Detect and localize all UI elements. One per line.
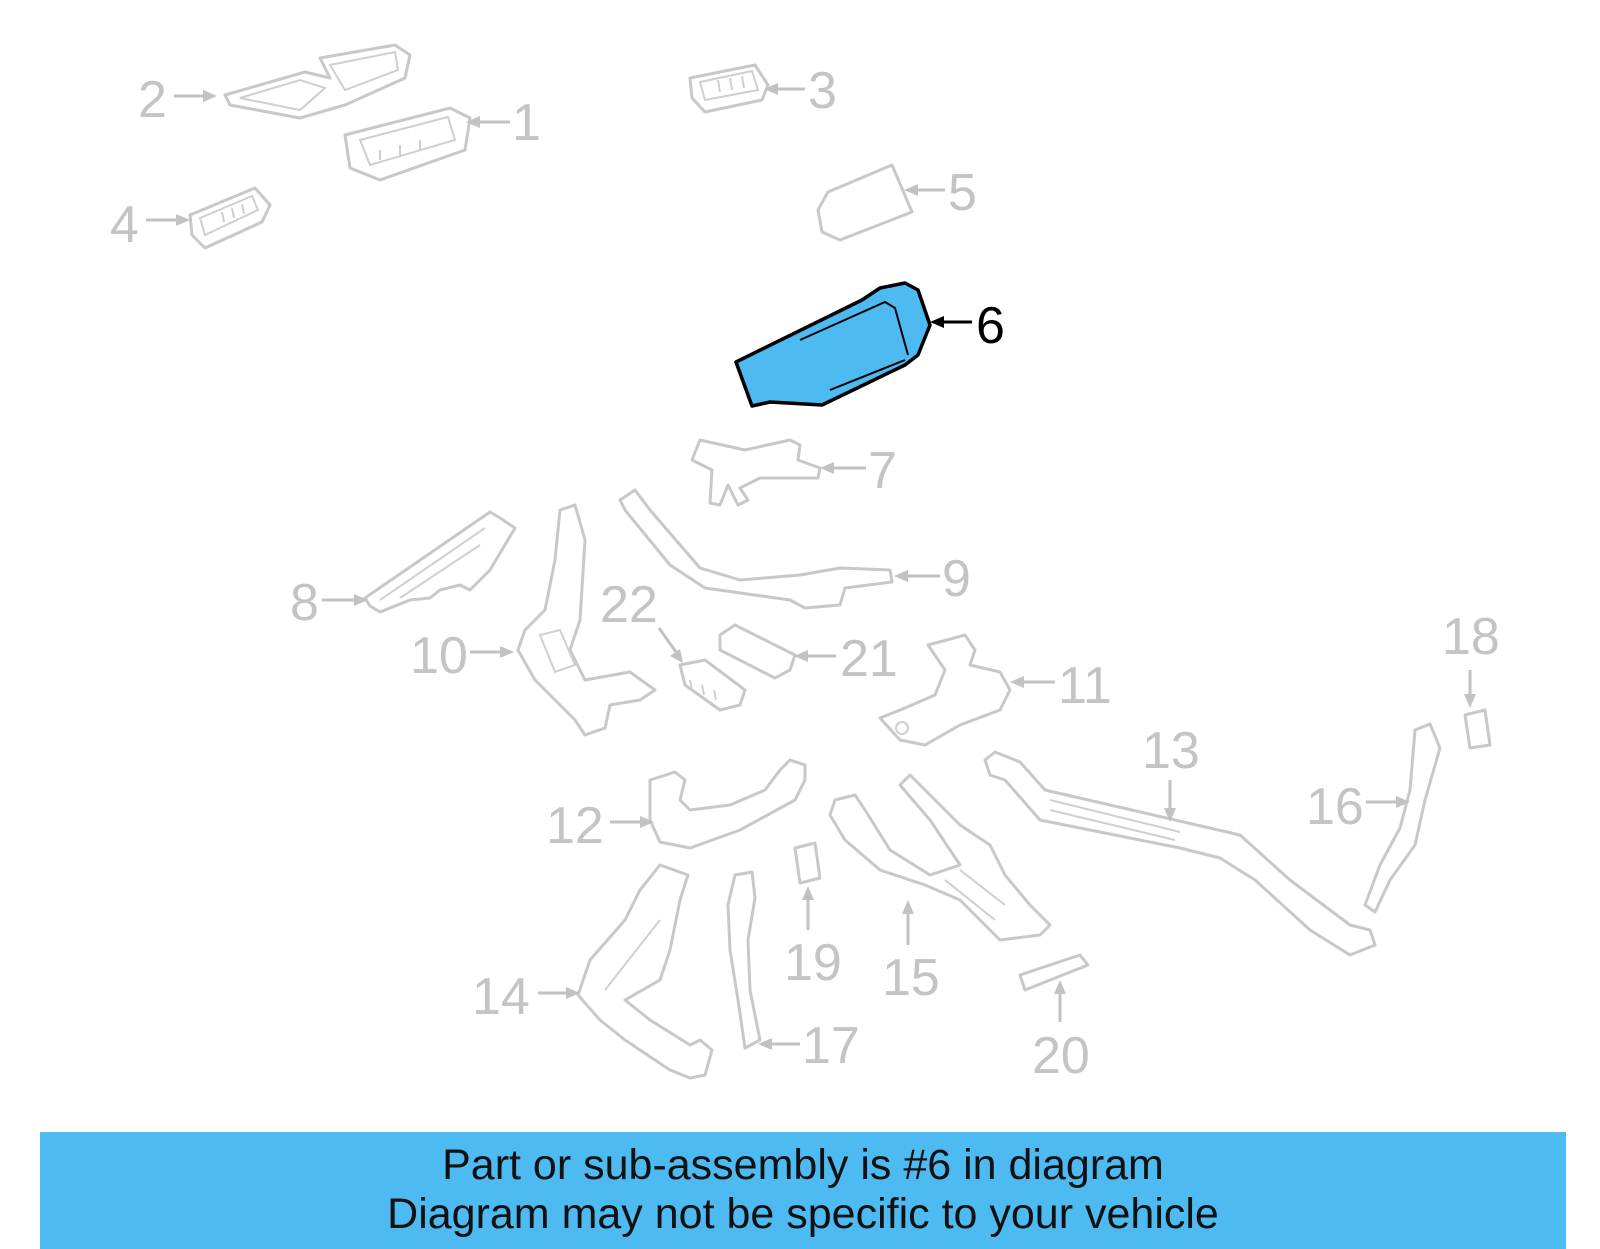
- callout-11[interactable]: 11: [1058, 657, 1112, 715]
- callout-labels: 2 1 3 4 5 6 7 8 9 10 22 21 11 18 13 16 1…: [110, 62, 1500, 1085]
- part-1-vent: [343, 106, 472, 182]
- callout-1[interactable]: 1: [512, 94, 541, 152]
- part-7-bracket: [690, 438, 822, 507]
- part-10-duct: [516, 503, 657, 737]
- part-3-vent: [688, 63, 770, 114]
- callout-16[interactable]: 16: [1306, 778, 1364, 836]
- callout-9[interactable]: 9: [942, 550, 971, 608]
- part-2-vent: [223, 43, 412, 120]
- part-18-clip: [1463, 708, 1492, 750]
- part-20-clip: [1018, 953, 1090, 992]
- callout-20[interactable]: 20: [1032, 1027, 1090, 1085]
- callout-18[interactable]: 18: [1442, 608, 1500, 666]
- part-13-duct: [983, 750, 1377, 957]
- callout-12[interactable]: 12: [546, 797, 604, 855]
- part-11-duct: [878, 633, 1012, 747]
- part-16-duct: [1363, 722, 1442, 914]
- banner-line-1: Part or sub-assembly is #6 in diagram: [442, 1141, 1164, 1189]
- callout-19[interactable]: 19: [784, 934, 842, 992]
- part-14-duct: [576, 863, 714, 1080]
- callout-17[interactable]: 17: [802, 1017, 860, 1075]
- callout-4[interactable]: 4: [110, 196, 139, 254]
- part-19-clip: [793, 841, 822, 885]
- info-banner: Part or sub-assembly is #6 in diagram Di…: [40, 1132, 1566, 1249]
- part-6-duct-highlighted: [734, 281, 932, 408]
- callout-14[interactable]: 14: [472, 968, 530, 1026]
- part-21-clip: [718, 623, 797, 680]
- callout-22[interactable]: 22: [600, 576, 658, 634]
- part-17-duct: [726, 870, 762, 1050]
- callout-13[interactable]: 13: [1142, 722, 1200, 780]
- part-22-clip: [678, 658, 747, 712]
- part-9-duct: [618, 488, 894, 610]
- leader-lines: [146, 83, 1476, 1050]
- callout-3[interactable]: 3: [808, 62, 837, 120]
- part-5-panel: [816, 163, 914, 242]
- callout-2[interactable]: 2: [138, 71, 167, 129]
- callout-21[interactable]: 21: [840, 630, 898, 688]
- banner-line-2: Diagram may not be specific to your vehi…: [387, 1190, 1219, 1238]
- part-4-vent: [188, 186, 272, 250]
- callout-6[interactable]: 6: [976, 297, 1005, 355]
- callout-15[interactable]: 15: [882, 949, 940, 1007]
- callout-7[interactable]: 7: [868, 442, 897, 500]
- part-15-duct: [828, 773, 1052, 942]
- callout-10[interactable]: 10: [410, 627, 468, 685]
- part-12-duct: [648, 758, 807, 850]
- part-8-duct: [363, 510, 517, 614]
- callout-5[interactable]: 5: [948, 164, 977, 222]
- callout-8[interactable]: 8: [290, 574, 319, 632]
